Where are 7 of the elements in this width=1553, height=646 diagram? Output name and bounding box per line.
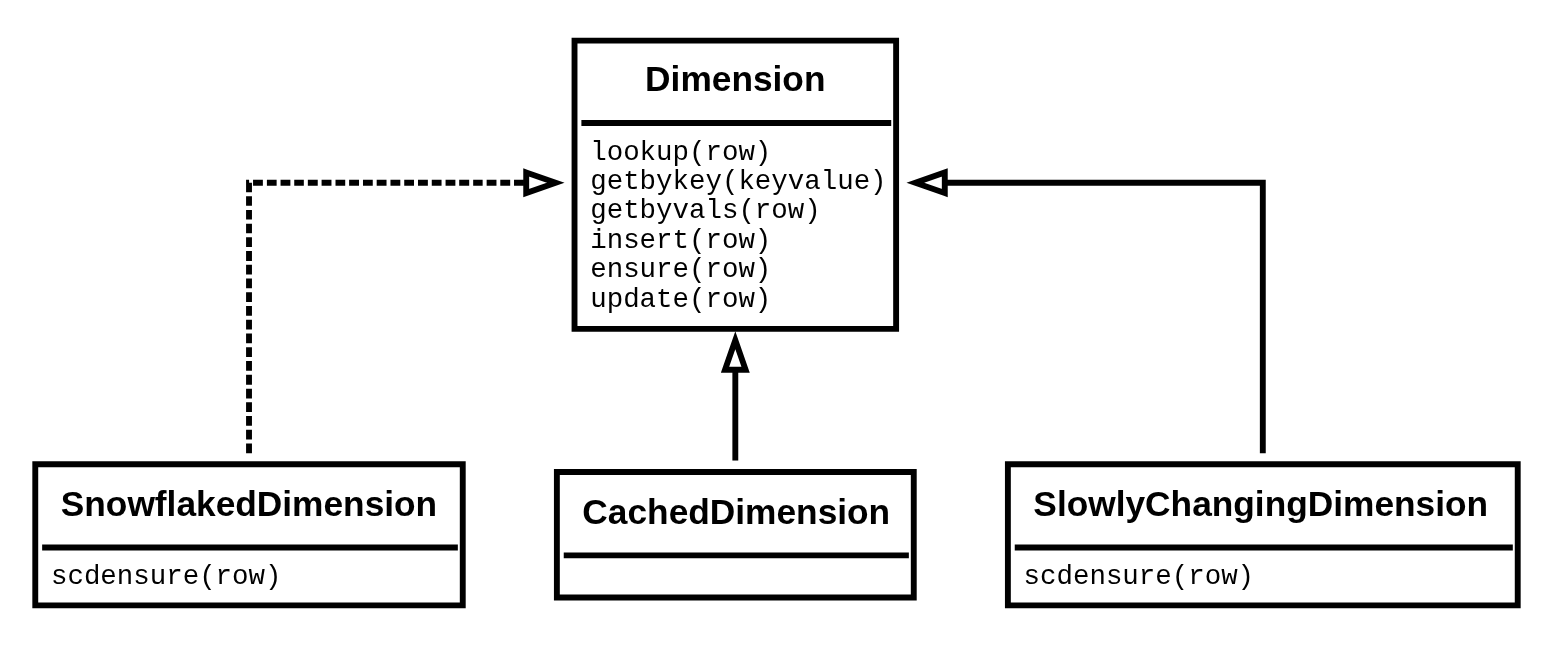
node-box: SnowflakedDimension scdensure(row) [32,461,466,609]
arrow [906,168,1266,454]
node-box: Dimension lookup(row) getbykey(keyvalue) getbyvals(row) insert(row) ensure(row) update(row) [571,37,900,332]
node-box: CachedDimension [553,469,917,601]
arrow [720,331,750,461]
node-box: SlowlyChangingDimension scdensure(row) [1004,461,1521,609]
arrow [246,168,565,454]
